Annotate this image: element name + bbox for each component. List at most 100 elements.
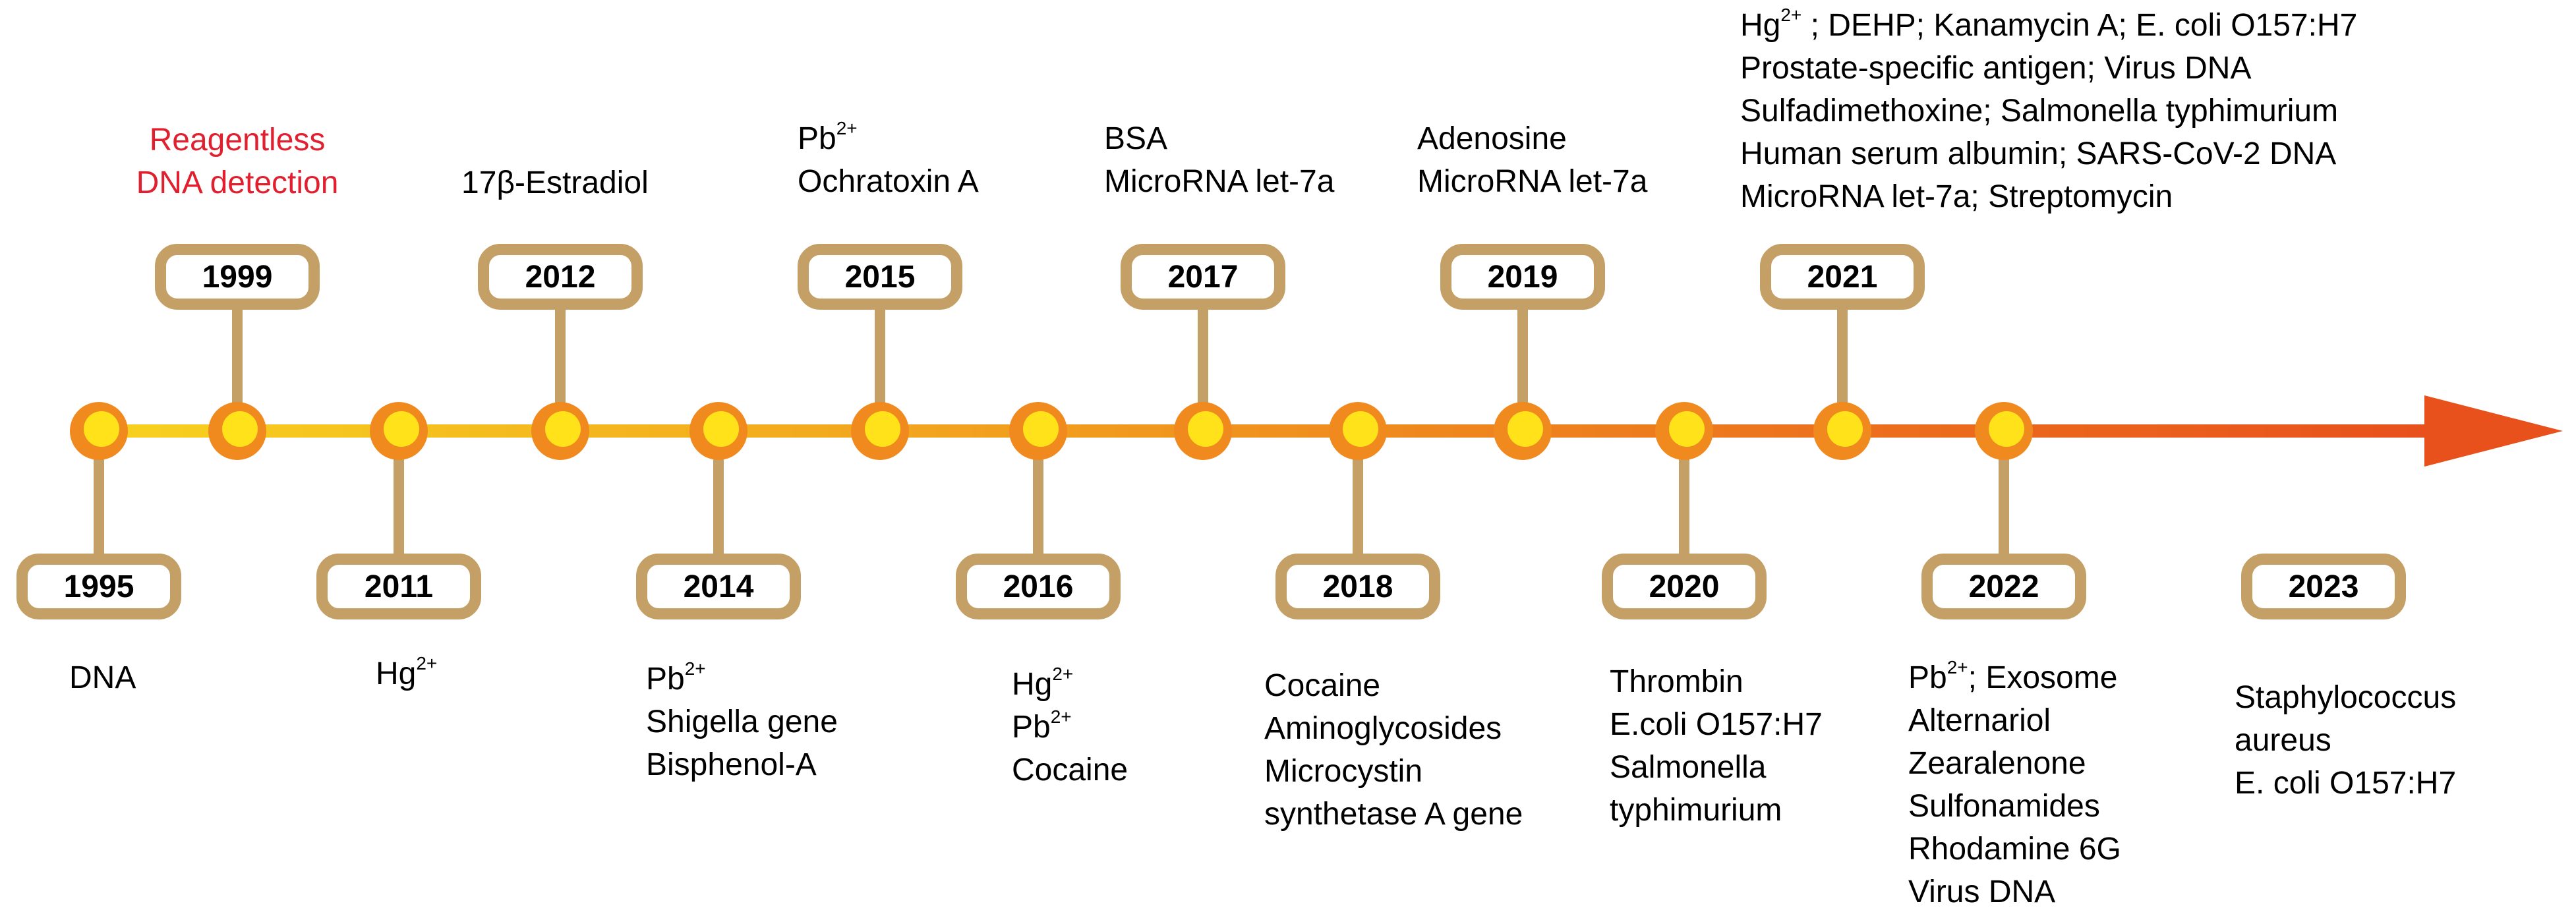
ion-symbol: Hg	[1740, 8, 1781, 43]
connector-1999	[232, 304, 243, 431]
ion-charge: 2+	[1050, 706, 1072, 727]
analyte-line: E. coli O157:H7	[2235, 766, 2457, 801]
ion-charge: 2+	[416, 653, 438, 673]
analyte-line: Rhodamine 6G	[1908, 832, 2121, 867]
analyte-line: DNA	[69, 660, 136, 695]
year-box-2018: 2018	[1275, 554, 1440, 619]
analyte-line: Pb2+	[798, 117, 979, 160]
year-box-2011: 2011	[316, 554, 481, 619]
analyte-line: DNA detection	[136, 165, 339, 200]
connector-2011	[394, 431, 404, 559]
connector-2021	[1837, 304, 1848, 431]
analyte-line: BSA	[1104, 121, 1168, 156]
analyte-text: ; Exosome	[1968, 660, 2118, 695]
connector-2022	[1999, 431, 2009, 559]
connector-2020	[1679, 431, 1689, 559]
year-box-2014: 2014	[636, 554, 801, 619]
analyte-line: MicroRNA let-7a; Streptomycin	[1740, 179, 2173, 214]
analyte-line: Pb2+	[646, 658, 838, 701]
analyte-line: Reagentless	[149, 123, 326, 157]
analyte-line: MicroRNA let-7a	[1417, 164, 1648, 199]
connector-2018	[1353, 431, 1363, 559]
ion-symbol: Hg	[376, 656, 417, 691]
analyte-line: Virus DNA	[1908, 874, 2056, 909]
year-box-2016: 2016	[956, 554, 1121, 619]
analyte-line: Shigella gene	[646, 704, 838, 739]
connector-2016	[1033, 431, 1043, 559]
timeline-node-2022	[1975, 402, 2033, 460]
year-box-2012: 2012	[478, 244, 643, 310]
analytes-2021: Hg2+ ; DEHP; Kanamycin A; E. coli O157:H…	[1740, 4, 2357, 218]
connector-1995	[94, 431, 104, 559]
year-box-1999: 1999	[155, 244, 320, 310]
analyte-line: Alternariol	[1908, 703, 2051, 738]
analyte-line: Human serum albumin; SARS-CoV-2 DNA	[1740, 136, 2337, 171]
ion-charge: 2+	[1780, 5, 1802, 25]
year-box-2022: 2022	[1921, 554, 2086, 619]
timeline-arrowhead	[2424, 395, 2563, 467]
analyte-line: Salmonella	[1610, 750, 1767, 785]
ion-symbol: Pb	[1012, 710, 1051, 745]
ion-symbol: Pb	[646, 662, 685, 697]
analyte-line: Aminoglycosides	[1264, 711, 1502, 746]
ion-charge: 2+	[1947, 657, 1968, 677]
year-box-1995: 1995	[16, 554, 181, 619]
analyte-line: typhimurium	[1610, 793, 1782, 828]
analyte-line: Bisphenol-A	[646, 747, 817, 782]
analyte-line: Cocaine	[1264, 668, 1381, 703]
ion-symbol: Pb	[798, 121, 836, 156]
analytes-2012: 17β-Estradiol	[461, 161, 649, 204]
analyte-line: E.coli O157:H7	[1610, 707, 1823, 742]
analyte-line: Ochratoxin A	[798, 164, 979, 199]
ion-charge: 2+	[1052, 664, 1074, 684]
analyte-line: Prostate-specific antigen; Virus DNA	[1740, 51, 2252, 86]
timeline-node-2021	[1813, 402, 1871, 460]
year-box-2023: 2023	[2241, 554, 2406, 619]
analytes-2011: Hg2+	[376, 652, 437, 695]
connector-2012	[555, 304, 566, 431]
timeline-node-2018	[1329, 402, 1387, 460]
ion-symbol: Hg	[1012, 667, 1053, 702]
analyte-line: Hg2+	[376, 652, 437, 695]
timeline-node-2012	[531, 402, 589, 460]
analyte-line: Sulfonamides	[1908, 789, 2100, 824]
timeline-node-2015	[851, 402, 909, 460]
timeline-node-2017	[1174, 402, 1232, 460]
ion-symbol: Pb	[1908, 660, 1947, 695]
analyte-line: Hg2+ ; DEHP; Kanamycin A; E. coli O157:H…	[1740, 4, 2357, 47]
timeline-node-2019	[1494, 402, 1552, 460]
analytes-2016: Hg2+Pb2+Cocaine	[1012, 663, 1128, 791]
analyte-line: Thrombin	[1610, 664, 1743, 699]
analyte-line: 17β-Estradiol	[461, 165, 649, 200]
timeline-axis	[99, 424, 2432, 438]
connector-2017	[1198, 304, 1208, 431]
analyte-line: Sulfadimethoxine; Salmonella typhimurium	[1740, 94, 2339, 129]
analyte-line: MicroRNA let-7a	[1104, 164, 1335, 199]
analyte-line: aureus	[2235, 723, 2331, 758]
analyte-line: Adenosine	[1417, 121, 1567, 156]
year-box-2015: 2015	[798, 244, 962, 310]
analyte-line: Microcystin	[1264, 754, 1423, 789]
ion-charge: 2+	[836, 118, 858, 138]
analytes-2023: Staphylococcus aureus E. coli O157:H7	[2235, 676, 2456, 805]
analyte-line: Cocaine	[1012, 753, 1128, 787]
year-box-2017: 2017	[1121, 244, 1285, 310]
analytes-1995: DNA	[69, 656, 136, 699]
timeline-node-2016	[1009, 402, 1067, 460]
connector-2019	[1517, 304, 1528, 431]
analytes-2015: Pb2+ Ochratoxin A	[798, 117, 979, 203]
timeline-node-2014	[689, 402, 747, 460]
analyte-line: Hg2+	[1012, 663, 1128, 706]
timeline-node-2011	[370, 402, 428, 460]
analyte-line: Pb2+	[1012, 706, 1128, 749]
analyte-line: Staphylococcus	[2235, 680, 2457, 715]
analyte-text: ; DEHP; Kanamycin A; E. coli O157:H7	[1801, 8, 2358, 43]
analyte-line: synthetase A gene	[1264, 797, 1523, 832]
